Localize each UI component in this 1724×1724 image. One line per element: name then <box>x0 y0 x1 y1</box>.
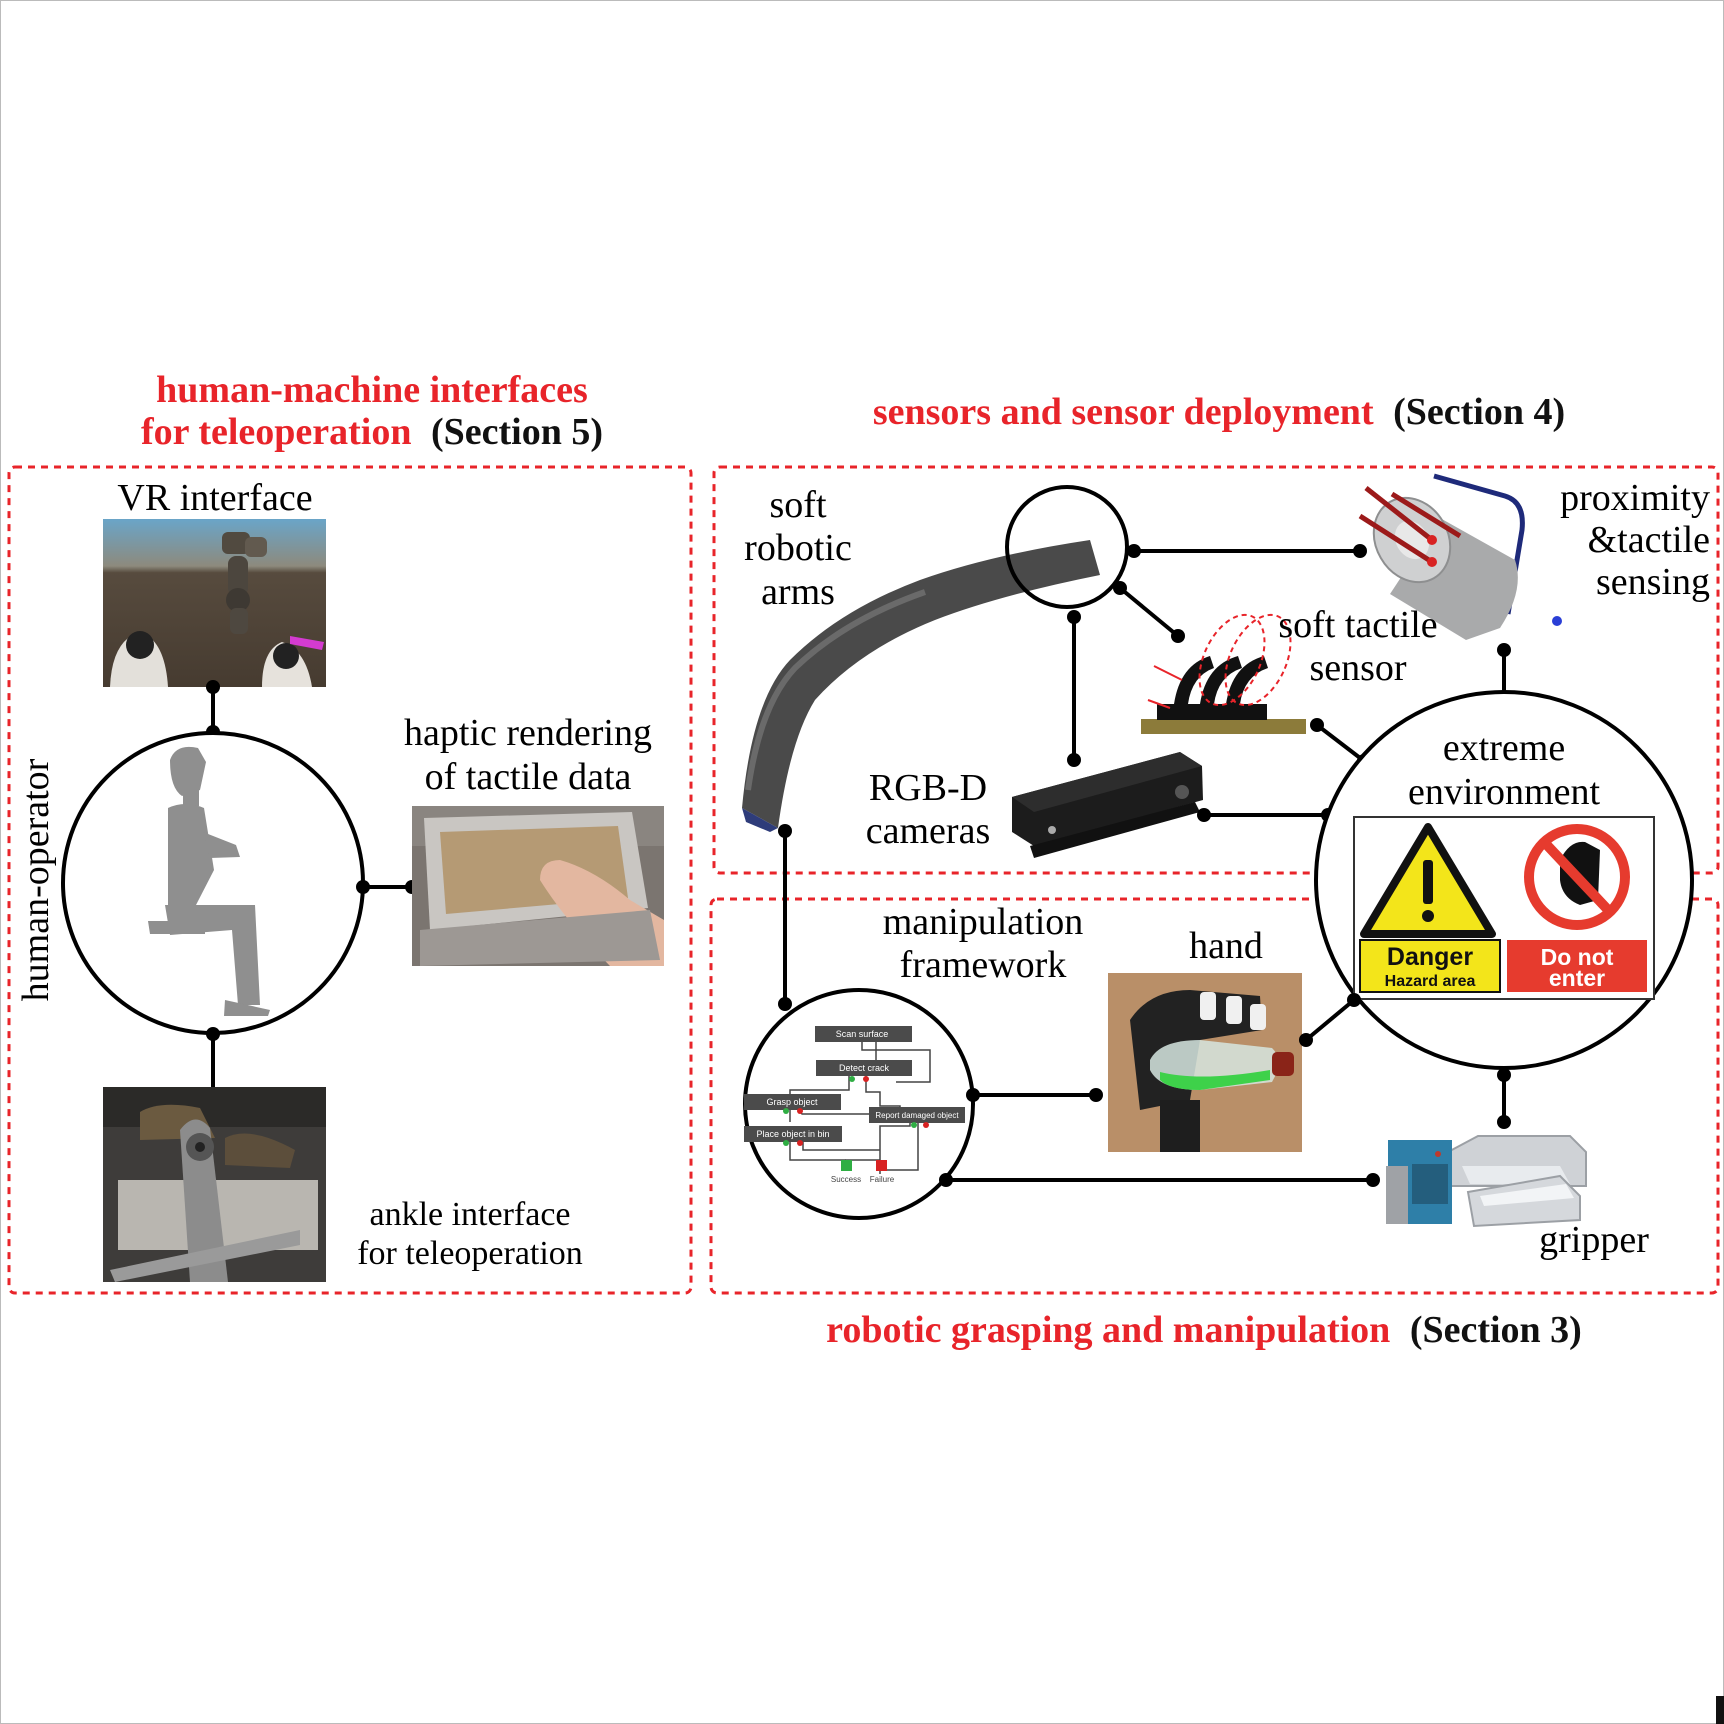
proximity-label-line2: &tactile <box>1588 519 1710 561</box>
connector-hand-environment <box>1304 998 1356 1042</box>
heading-sensors-section: (Section 4) <box>1393 391 1565 433</box>
heading-hmi-section: (Section 5) <box>431 411 603 453</box>
gripper-label: gripper <box>1539 1219 1649 1261</box>
proximity-label-line1: proximity <box>1560 477 1710 519</box>
soft-tactile-sensor-image <box>1141 613 1306 734</box>
grasping-panel <box>709 897 1720 1295</box>
vr-interface-label: VR interface <box>117 477 312 519</box>
human-operator-label: human-operator <box>15 758 57 1001</box>
soft-arm-zoom-circle <box>1005 485 1129 609</box>
behavior-tree-flowchart: Scan surface Detect crack Grasp object R… <box>744 1026 965 1184</box>
heading-sensors: sensors and sensor deployment <box>873 391 1374 433</box>
vr-interface-image <box>103 519 326 687</box>
gripper-image <box>1386 1135 1587 1228</box>
hmi-panel <box>7 465 693 1295</box>
ankle-label-line2: for teleoperation <box>357 1235 583 1272</box>
danger-subtitle: Hazard area <box>1385 973 1476 990</box>
proximity-sensor-image <box>1358 473 1562 640</box>
ankle-label-line1: ankle interface <box>369 1196 570 1233</box>
soft-tactile-label-line1: soft tactile <box>1278 604 1437 646</box>
heading-grasping: robotic grasping and manipulation <box>826 1309 1390 1351</box>
heading-sensors-group: sensors and sensor deployment (Section 4… <box>873 391 1565 433</box>
warning-signs: Danger Hazard area Do not enter <box>1353 816 1655 1000</box>
flow-node-1: Scan surface <box>836 1029 889 1039</box>
hand-label: hand <box>1189 925 1263 967</box>
seated-person-icon <box>148 746 270 1016</box>
flow-node-3: Grasp object <box>766 1097 818 1107</box>
soft-robotic-arm-image <box>742 540 1100 832</box>
soft-arm-label-line3: arms <box>761 571 835 613</box>
connector-arm-tactile <box>1118 586 1180 638</box>
heading-grasping-section: (Section 3) <box>1410 1309 1582 1351</box>
proximity-label-line3: sensing <box>1596 561 1710 603</box>
heading-hmi-line2-group: for teleoperation (Section 5) <box>141 411 603 453</box>
flow-node-5: Place object in bin <box>756 1129 829 1139</box>
danger-title: Danger <box>1387 943 1473 971</box>
rgbd-camera-image <box>1012 752 1203 858</box>
haptic-label-line1: haptic rendering <box>404 712 652 754</box>
framework-label-line1: manipulation <box>883 901 1084 943</box>
heading-hmi-line1: human-machine interfaces <box>156 369 588 411</box>
soft-arm-label-line1: soft <box>770 484 827 526</box>
soft-tactile-label-line2: sensor <box>1309 647 1406 689</box>
haptic-device-image <box>412 806 664 966</box>
environment-label-line2: environment <box>1408 771 1601 813</box>
flow-outcome-failure: Failure <box>870 1175 895 1184</box>
no-entry-sign: Do not enter <box>1507 824 1647 992</box>
connector-tactile-environment <box>1315 723 1366 763</box>
corner-mark <box>1716 1696 1724 1724</box>
heading-hmi-line2: for teleoperation <box>141 411 412 453</box>
human-operator-circle <box>61 731 365 1035</box>
rgbd-label-line2: cameras <box>866 810 990 852</box>
noentry-line2: enter <box>1549 965 1605 991</box>
flow-outcome-success: Success <box>831 1175 861 1184</box>
heading-grasping-group: robotic grasping and manipulation (Secti… <box>826 1309 1582 1351</box>
ankle-interface-image <box>103 1087 326 1282</box>
environment-label-line1: extreme <box>1443 727 1565 769</box>
robotic-hand-image <box>1108 973 1302 1152</box>
soft-arm-label-line2: robotic <box>744 527 852 569</box>
rgbd-label-line1: RGB-D <box>869 767 987 809</box>
danger-sign: Danger Hazard area <box>1359 823 1501 993</box>
sensors-panel <box>712 465 1720 875</box>
noentry-line1: Do not <box>1541 944 1614 970</box>
framework-label-line2: framework <box>900 944 1067 986</box>
haptic-label-line2: of tactile data <box>425 756 632 798</box>
flow-node-4: Report damaged object <box>875 1111 959 1120</box>
flow-node-2: Detect crack <box>839 1063 890 1073</box>
